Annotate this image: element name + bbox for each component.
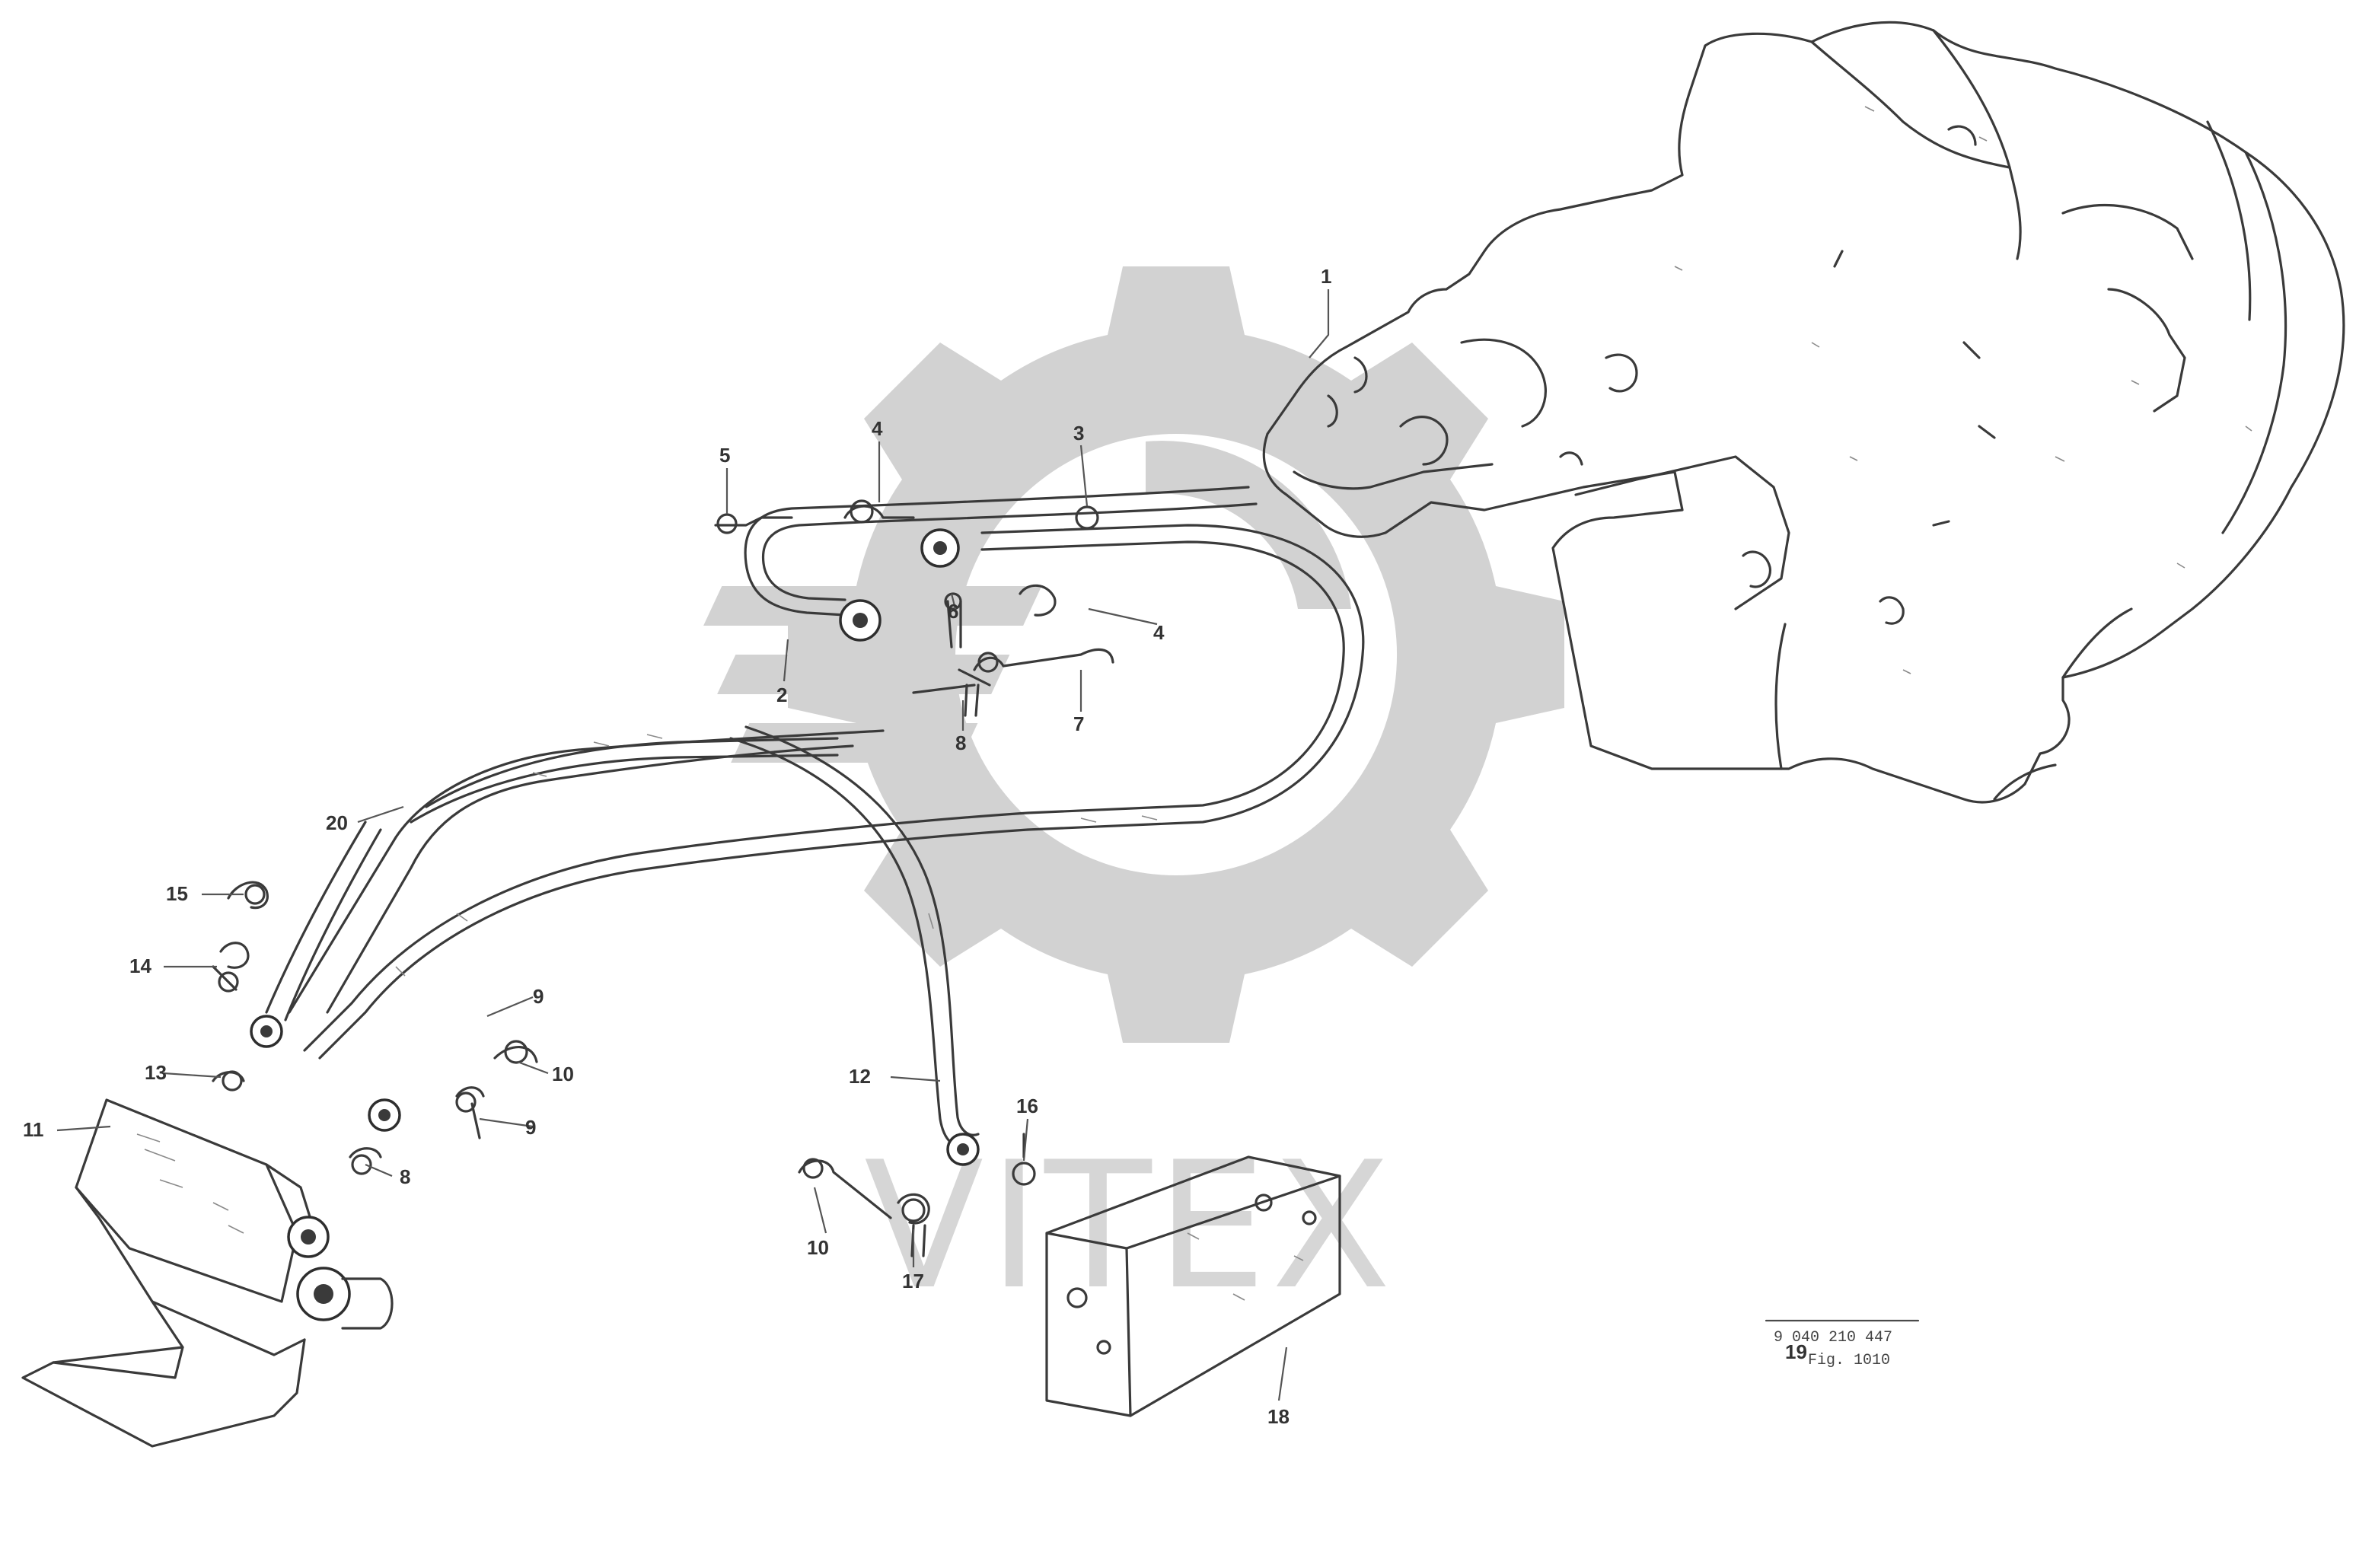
valve-bracket: [21, 1098, 394, 1448]
callout-5: 5: [719, 444, 730, 467]
callout-17: 17: [902, 1270, 924, 1292]
callout-1: 1: [1321, 265, 1331, 288]
manifold-block: [1045, 1155, 1341, 1417]
callout-19: 19: [1785, 1340, 1807, 1363]
fitting-nut: [946, 1133, 980, 1166]
callout-10-right: 10: [552, 1063, 574, 1085]
hoses: [265, 486, 1365, 1148]
callout-13: 13: [145, 1061, 167, 1084]
stamp-ref: Fig. 1010: [1808, 1352, 1890, 1369]
watermark-text: VITEX: [864, 1125, 1396, 1328]
callout-leaders: [56, 289, 1330, 1401]
drawing-stamp: 9 040 210 447 Fig. 1010: [1765, 1319, 1920, 1369]
callout-18: 18: [1267, 1405, 1290, 1428]
callout-11: 11: [23, 1118, 44, 1141]
callout-6: 6: [948, 600, 958, 623]
callout-20: 20: [326, 811, 348, 834]
callout-4-top: 4: [872, 417, 883, 440]
callout-15: 15: [166, 882, 188, 905]
fitting-nut: [368, 1098, 401, 1132]
callout-16: 16: [1016, 1095, 1038, 1117]
callout-labels: 1 4 5 3 4 2 6 8 7 20 15 14 13 11 9 10 9 …: [23, 265, 1807, 1428]
callout-9-bottom: 9: [525, 1116, 536, 1139]
gear-icon: [703, 266, 1564, 1043]
callout-8-top: 8: [955, 731, 966, 754]
callout-12: 12: [849, 1065, 871, 1088]
valve-coupling: [287, 1216, 394, 1330]
fitting-nut: [839, 599, 882, 642]
stamp-code: 9 040 210 447: [1774, 1329, 1892, 1347]
callout-3: 3: [1073, 422, 1084, 445]
callout-14: 14: [129, 955, 151, 977]
fittings: [212, 499, 1114, 1257]
callout-2: 2: [776, 684, 787, 706]
fitting-nut: [250, 1015, 283, 1048]
callout-4-right: 4: [1153, 621, 1165, 644]
callout-8-bottom: 8: [400, 1165, 410, 1188]
callout-7: 7: [1073, 712, 1084, 735]
callout-10-bottom: 10: [807, 1236, 829, 1259]
gearbox-housing: [1262, 21, 2345, 804]
callout-9-top: 9: [533, 985, 544, 1008]
fitting-nut: [920, 528, 960, 568]
